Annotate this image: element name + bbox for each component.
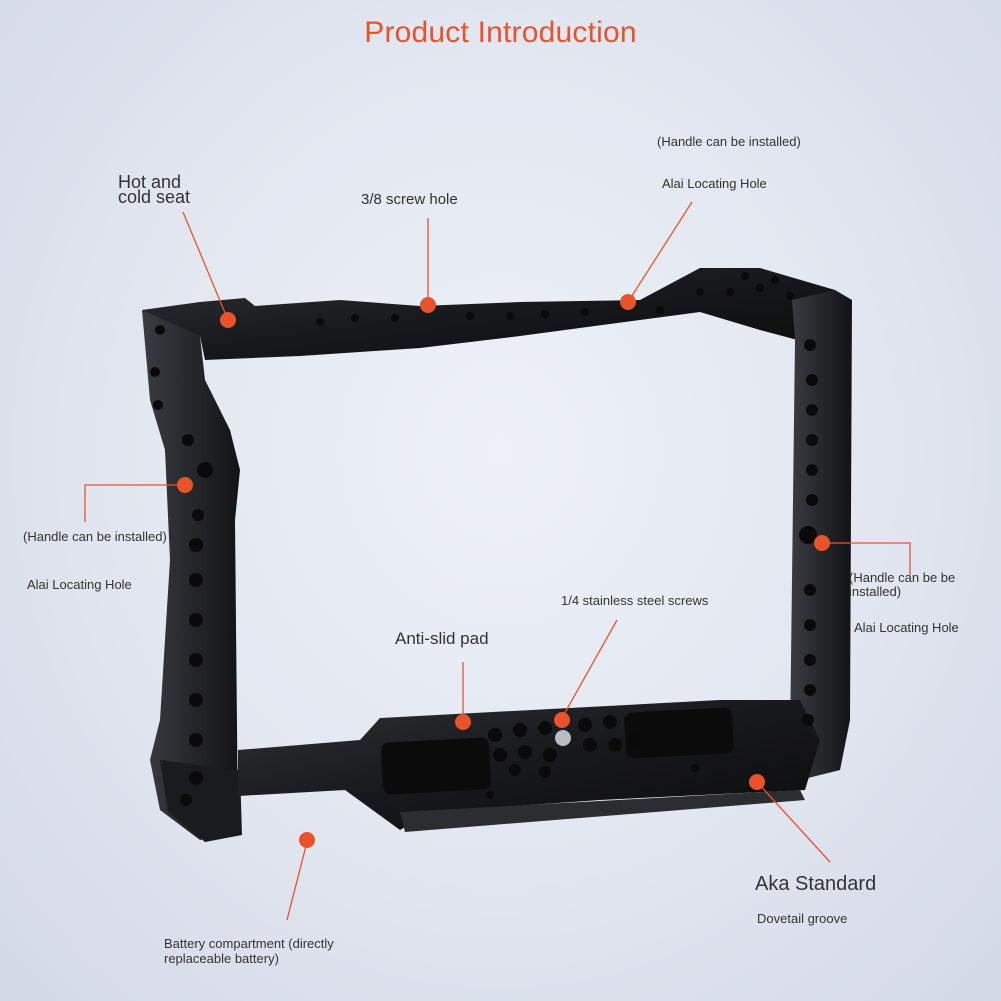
label-left-locating-hole: Alai Locating Hole <box>27 577 132 592</box>
label-top-handle-note: (Handle can be installed) <box>657 134 801 149</box>
label-top-locating-hole: Alai Locating Hole <box>662 176 767 191</box>
callout-lines <box>84 201 911 921</box>
label-right-handle-note: (Handle can be be installed) <box>849 570 956 599</box>
label-aka-standard: Aka Standard <box>755 873 877 895</box>
cage-body <box>142 268 852 842</box>
label-screw-hole-38: 3/8 screw hole <box>361 191 458 208</box>
label-hot-cold-seat: Hot and cold seat <box>118 172 191 207</box>
label-right-locating-hole: Alai Locating Hole <box>854 620 959 635</box>
callout-markers <box>177 294 830 848</box>
label-left-handle-note: (Handle can be installed) <box>23 529 167 544</box>
label-anti-slid-pad: Anti-slid pad <box>395 629 489 648</box>
label-battery-compartment: Battery compartment (directly replaceabl… <box>164 936 334 966</box>
label-dovetail-groove: Dovetail groove <box>757 911 848 926</box>
label-stainless-screws: 1/4 stainless steel screws <box>561 593 709 608</box>
page-title: Product Introduction <box>364 16 637 49</box>
